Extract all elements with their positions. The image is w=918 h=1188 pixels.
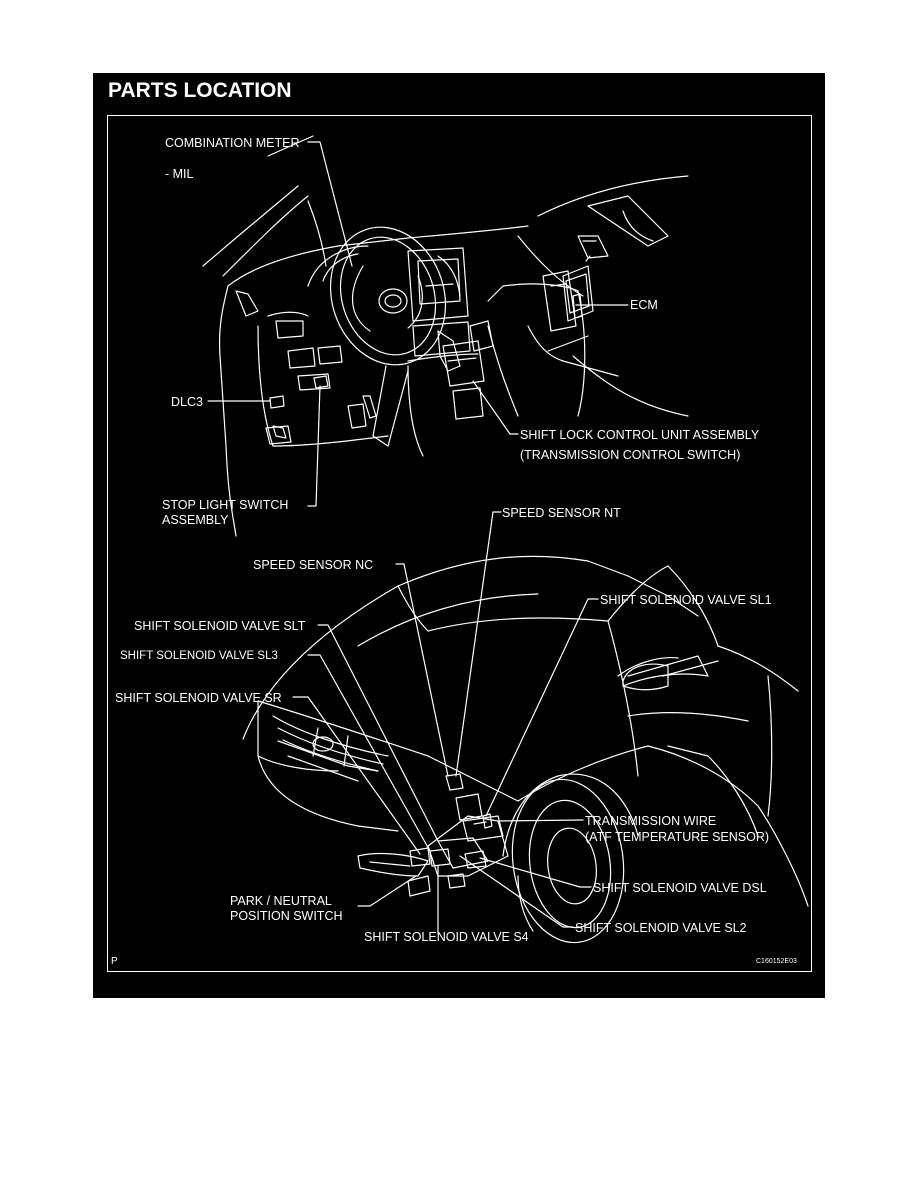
label-valve-slt: SHIFT SOLENOID VALVE SLT — [134, 619, 306, 633]
page-title: PARTS LOCATION — [108, 79, 292, 102]
label-park-neutral-line1: PARK / NEUTRAL — [230, 894, 332, 908]
label-speed-sensor-nt: SPEED SENSOR NT — [502, 506, 621, 520]
dashboard-drawing — [202, 135, 689, 537]
diagram-sheet: PARTS LOCATION — [93, 73, 825, 998]
label-transmission-wire-line2: (ATF TEMPERATURE SENSOR) — [585, 830, 770, 844]
label-stop-light-line2: ASSEMBLY — [162, 513, 229, 527]
label-valve-sl1: SHIFT SOLENOID VALVE SL1 — [600, 593, 772, 607]
vehicle-illustration — [202, 135, 809, 944]
vehicle-drawing — [242, 555, 809, 944]
label-mil: - MIL — [165, 167, 194, 181]
leader-lines — [207, 141, 629, 935]
label-combination-meter: COMBINATION METER — [165, 136, 300, 150]
label-stop-light-line1: STOP LIGHT SWITCH — [162, 498, 289, 512]
label-dlc3: DLC3 — [171, 395, 203, 409]
corner-mark: P — [111, 956, 118, 967]
label-speed-sensor-nc: SPEED SENSOR NC — [253, 558, 374, 572]
label-park-neutral-line2: POSITION SWITCH — [230, 909, 343, 923]
label-transmission-wire-line1: TRANSMISSION WIRE — [585, 814, 717, 828]
label-ecm: ECM — [630, 298, 658, 312]
label-shift-lock-line2: (TRANSMISSION CONTROL SWITCH) — [520, 448, 741, 462]
label-valve-sl3: SHIFT SOLENOID VALVE SL3 — [120, 650, 278, 662]
diagram-frame: COMBINATION METER - MIL ECM DLC3 SHIFT L… — [107, 115, 812, 972]
label-valve-dsl: SHIFT SOLENOID VALVE DSL — [593, 881, 767, 895]
figure-code: C160152E03 — [756, 958, 797, 965]
label-valve-sl2: SHIFT SOLENOID VALVE SL2 — [575, 921, 747, 935]
label-shift-lock-line1: SHIFT LOCK CONTROL UNIT ASSEMBLY — [520, 428, 760, 442]
label-valve-s4: SHIFT SOLENOID VALVE S4 — [364, 930, 529, 944]
label-valve-sr: SHIFT SOLENOID VALVE SR — [115, 691, 282, 705]
